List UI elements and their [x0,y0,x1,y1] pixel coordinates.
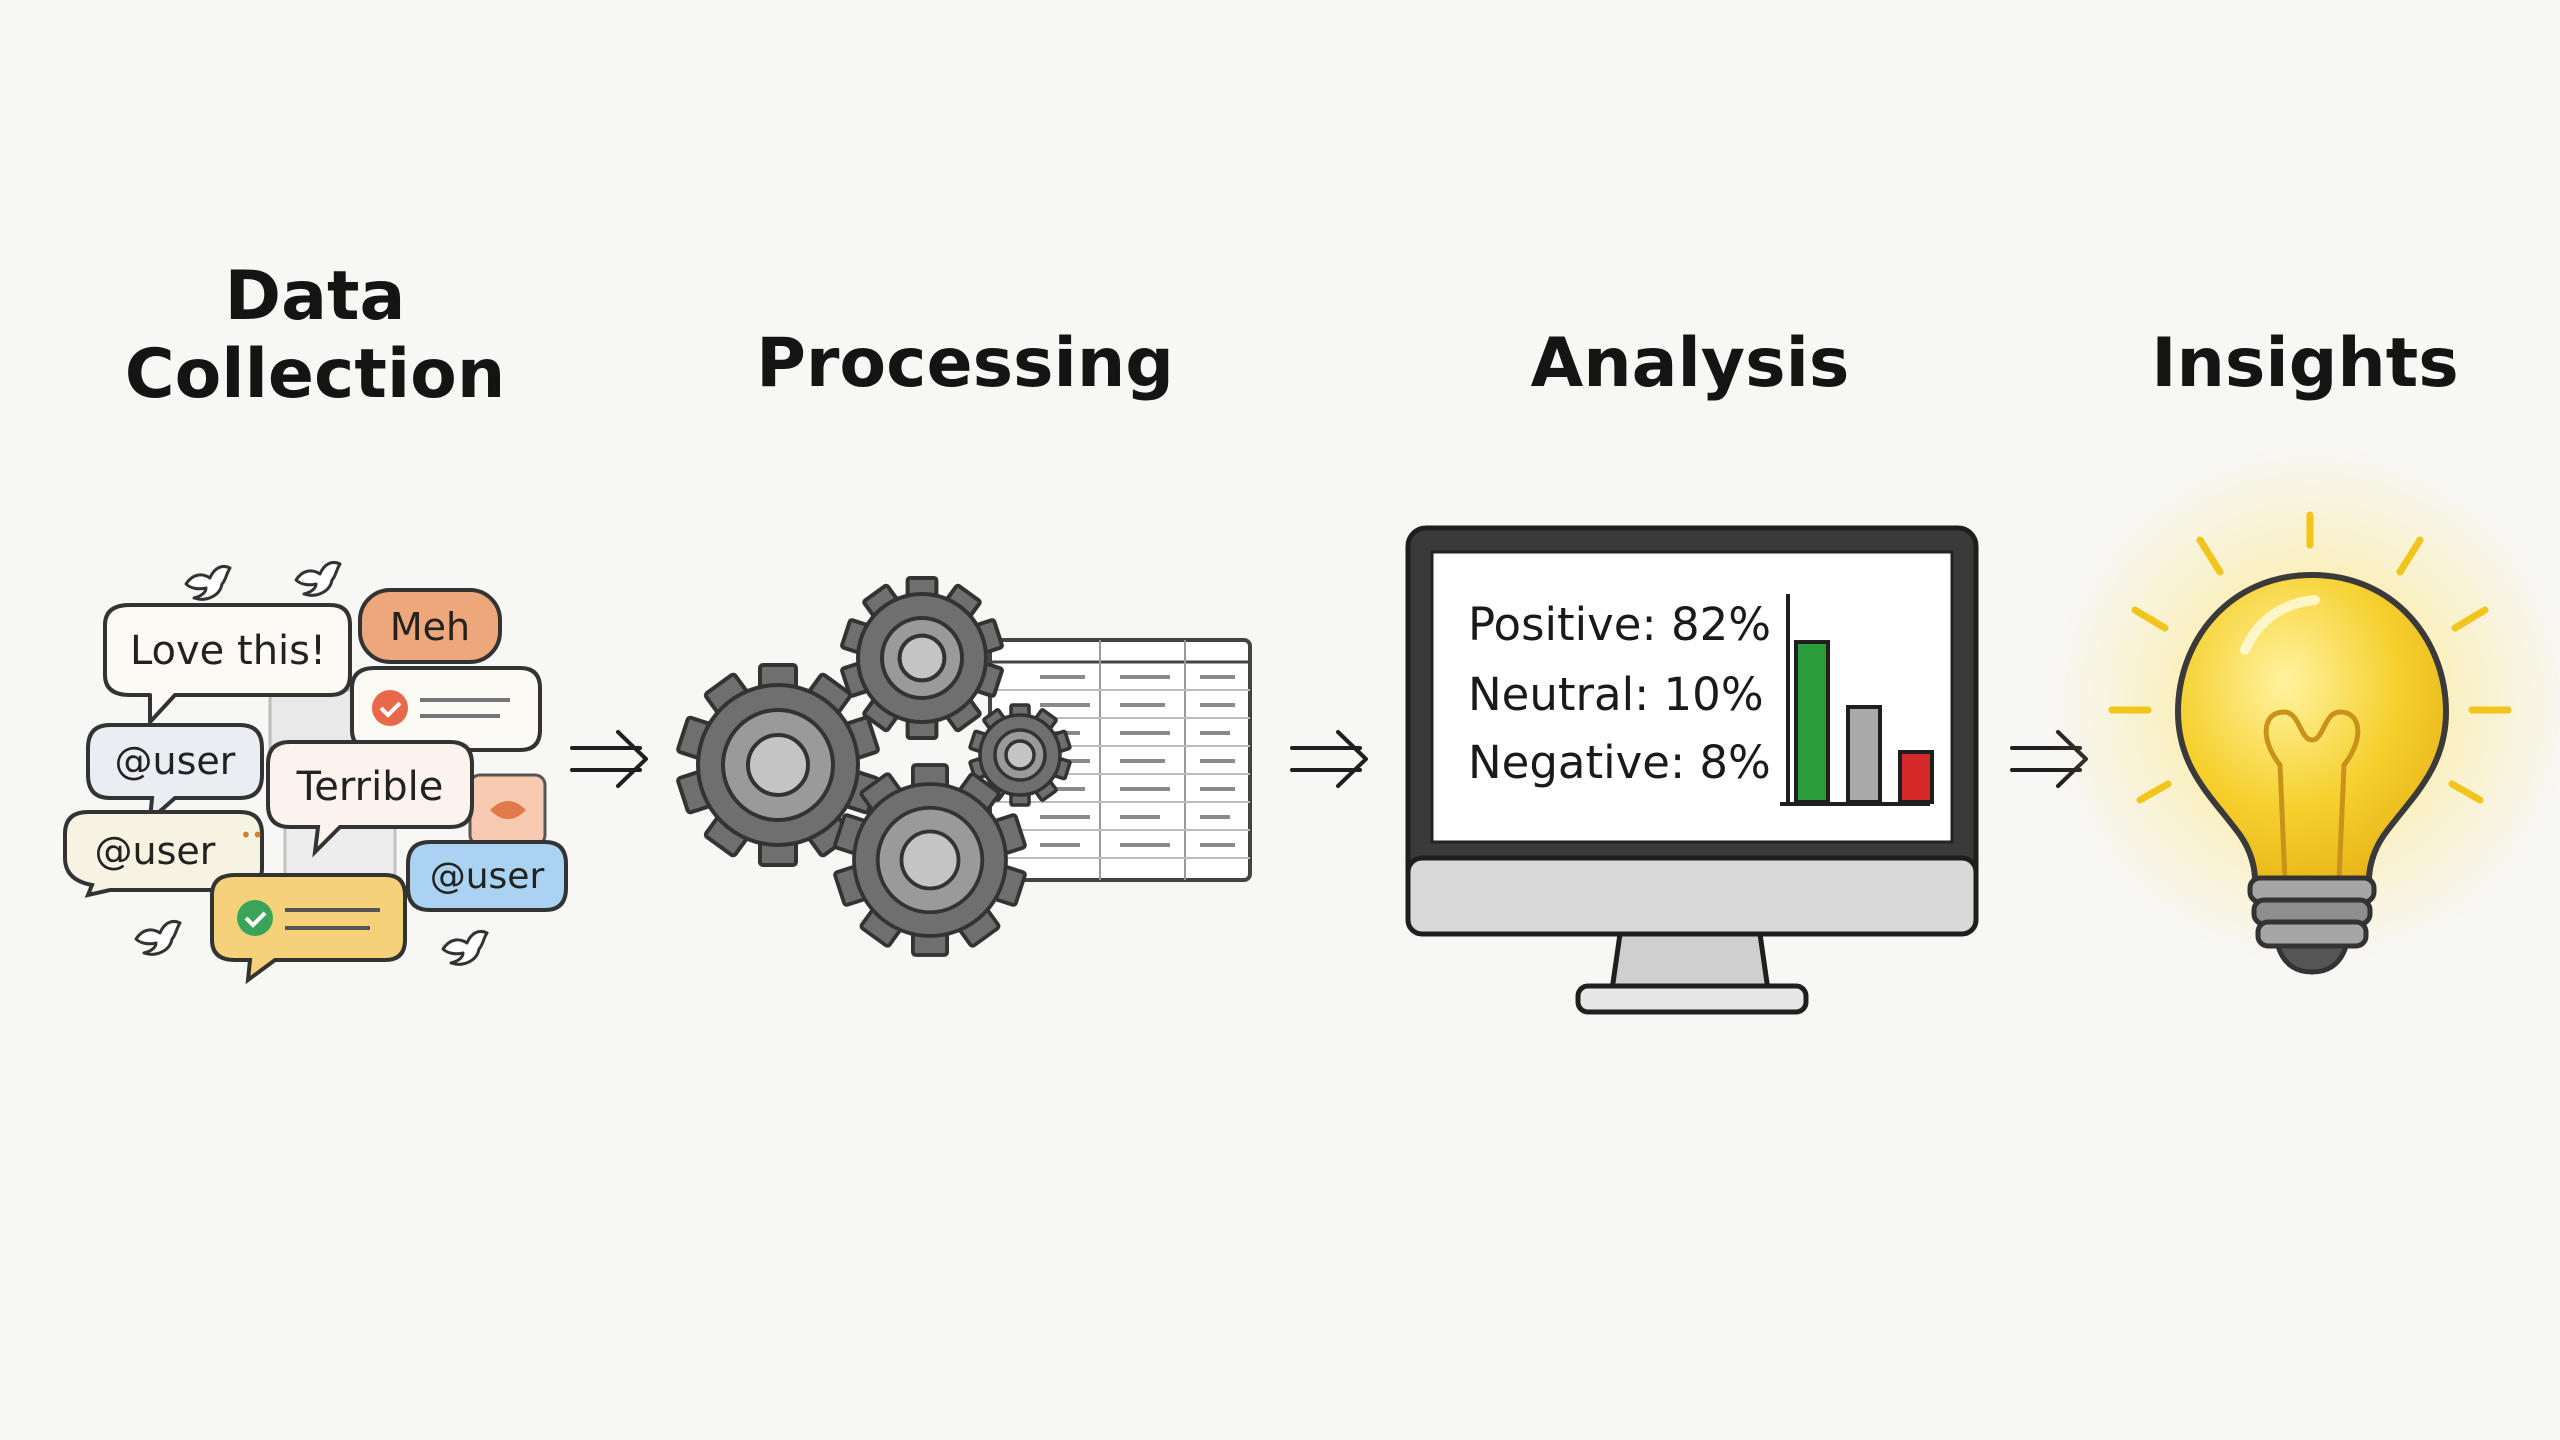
bubble-text: Meh [390,605,470,649]
bubble-comment [350,666,542,752]
sentiment-positive-text: Positive: 82% [1468,598,1771,651]
sentiment-negative-text: Negative: 8% [1468,736,1771,789]
bird-icon [441,929,489,966]
bubble-text: @user [430,856,545,897]
gear-cluster [675,578,1073,957]
spreadsheet-icon [988,638,1252,882]
bubble-text: @user [95,829,216,873]
decoration: •• [240,823,264,847]
bulb-filament [2263,709,2361,881]
stage-title-insights: Insights [2080,325,2530,403]
gear-icon [832,763,1028,957]
social-feed-cluster: Meh Love this! @user [63,560,568,985]
bubble-user: @user [86,723,264,825]
sentiment-bar-chart [1780,594,1934,806]
bar-positive [1794,640,1830,804]
arrow-right-icon [1290,730,1368,788]
bubble-text: Love this! [130,628,326,674]
bird-icon [134,919,182,956]
bar-negative [1898,750,1934,804]
gear-icon [841,578,1002,738]
stage-title-line: Data [224,257,406,336]
bird-icon [294,560,342,597]
bulb-rays [2108,511,2512,804]
bubble-user: @user [406,840,568,912]
bulb-tip [2274,943,2350,975]
stage-title-line: Processing [756,324,1174,403]
stage-title-analysis: Analysis [1440,325,1940,403]
check-icon [237,900,273,936]
gear-icon [675,663,881,867]
bubble-text: Terrible [296,764,444,810]
bubble-text: @user [115,739,236,783]
bar-neutral [1846,705,1882,804]
bubble-terrible: Terrible [266,740,474,858]
bubble-user: @user •• [63,810,264,898]
stage-title-line: Collection [124,335,506,414]
monitor-base [1575,983,1809,1015]
stage-title-data-collection: Data Collection [115,258,515,414]
check-icon [372,690,408,726]
heart-icon [490,801,526,819]
arrow-right-icon [570,730,648,788]
monitor-icon: Positive: 82% Neutral: 10% Negative: 8% [1405,525,1979,1015]
gear-icon [967,703,1073,807]
stage-title-line: Insights [2151,324,2459,403]
stage-title-processing: Processing [715,325,1215,403]
sentiment-neutral-text: Neutral: 10% [1468,668,1764,721]
lightbulb-icon [2047,440,2560,975]
stage-title-line: Analysis [1530,324,1850,403]
bulb-base [2255,919,2369,949]
bubble-comment [210,873,407,985]
monitor-neck [1609,931,1771,993]
bird-icon [184,564,232,601]
bubble-love-this: Love this! [103,603,352,724]
monitor-chin [1405,855,1979,937]
bubble-meh: Meh [358,588,502,664]
